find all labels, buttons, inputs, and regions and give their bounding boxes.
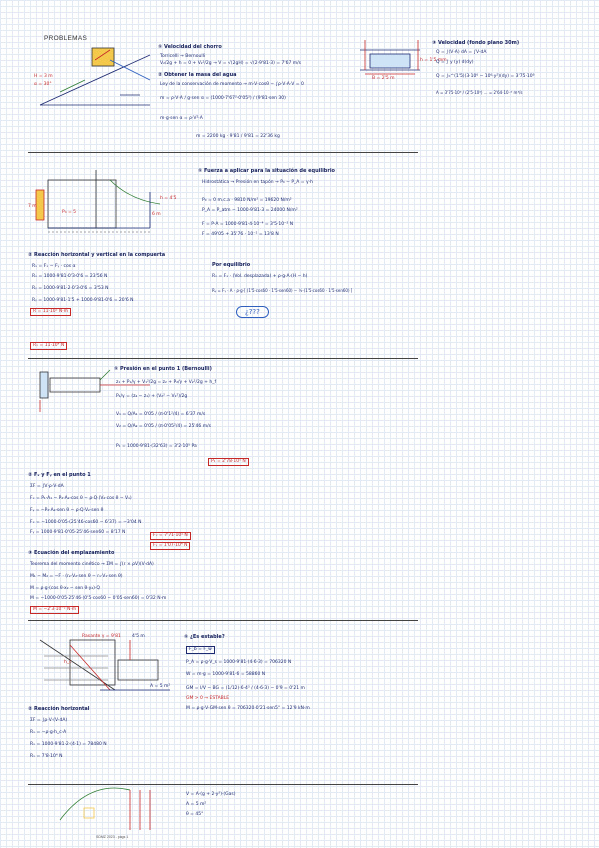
s1-q2-line-2: m = ρ·V·A / g·sen α = (1000·7'67²·0'05²)… <box>160 96 286 101</box>
s2-q1-line-2: P₀ = 0 m.c.a · 9810 N/m² = 19620 N/m² <box>202 198 292 203</box>
page-title: PROBLEMAS <box>44 35 88 42</box>
s3-q1-line-3: V₁ = Q/A₁ = 0'05 / (π·0'1²/4) = 6'37 m/s <box>116 412 206 417</box>
s3-q3-heading: ③ Ecuación del emplazamiento <box>28 550 115 556</box>
s2-side-line-2: Rᵧ = Fᵧ · A · ρ·g·[ (1'5·cos60 · 1'5·sen… <box>212 288 353 293</box>
s4-q1-line-2: P_A = ρ·g·V_s = 1000·9'81·(4·6·3) = 7063… <box>186 660 292 665</box>
s1-label-b: B = 2'5 m <box>372 76 395 81</box>
s3-q2-line-5: Fᵧ = 1000·9'81·0'05·25'46·sen60 = 8'17 N <box>30 530 126 535</box>
s1-q2-line-3: m·g·sen α = ρ·V²·A <box>160 116 203 121</box>
divider-4 <box>28 784 418 785</box>
s2-q2-line-4: Rᵧ = 1000·9'81·1'5 + 1000·9'81·0'6 = 20'… <box>32 298 134 303</box>
pipe-sketch <box>39 369 150 412</box>
s5-line-1: V = A·(g + 2·y²)·(Gas) <box>186 792 236 797</box>
divider-3 <box>28 620 418 621</box>
channel-sketch <box>360 40 420 75</box>
s4-q2-line-4: Rₓ = 7'8·10⁴ N <box>30 754 63 759</box>
s3-boxed-m: M = −2'3·10⁻² N·m <box>30 606 80 614</box>
s3-q1-result: P₁ = 2'78·10⁵ N <box>208 458 249 466</box>
s3-q3-line-4: M = −1000·0'05·25'46·(0'5·cos60 − 0'05·s… <box>30 596 167 601</box>
s1-q3-line-3: Q = ∫₀^(1'5)(3·10⁶ − 10⁶·y²)(dy) = 3'75·… <box>436 74 535 79</box>
s3-boxed-fy: Fᵧ = 1'07·10⁴ N <box>150 542 191 550</box>
s1-q1-line-2: V₂/2g + h = 0 + V₂²/2g → V = √(2gH) = √(… <box>160 61 302 66</box>
s4-label-rasante: Rasante γ = 9'81 <box>82 634 121 639</box>
s2-q2-line-3: Rᵧ = 1000·9'81·2·0'3·0'6 = 3'53 N <box>32 286 109 291</box>
s2-label-h: h = 4'5 <box>160 196 177 201</box>
s3-q2-heading: ② Fₓ y Fᵧ en el punto 1 <box>28 472 91 478</box>
s4-label-a: A = 5 m² <box>150 684 171 689</box>
s4-q1-line-5: GM > 0 → ESTABLE <box>186 696 230 701</box>
divider-2 <box>28 358 418 359</box>
s4-q1-line-6: M = ρ·g·V·GM·sen θ = 706320·0'21·sen5° =… <box>186 706 310 711</box>
dam-sketch <box>39 639 170 691</box>
s3-q2-line-4: Fₓ = −1000·0'05·(25'46·cos60 − 6'37) = −… <box>30 520 142 525</box>
s2-q2-line-2: Rₓ = 1000·9'81·0'3·0'6 = 23'56 N <box>32 274 108 279</box>
inclined-jet-sketch <box>39 47 151 106</box>
s1-q1-line-1: Torricelli → Bernoulli <box>160 54 206 59</box>
s1-q3-line-2: Q = ∫ y (y) d(dy) <box>436 60 474 65</box>
s2-q2-result: R = 11·10⁵ N·m <box>30 308 72 316</box>
s1-q3-heading: ③ Velocidad (fondo plano 30m) <box>432 40 520 46</box>
s3-q1-line-1: z₁ + P₁/γ + V₁²/2g = z₂ + P₂/γ + V₂²/2g … <box>116 380 217 385</box>
s1-q2-line-4: m = 2200 kg · 9'81 / 9'81 = 22'36 kg <box>196 134 280 139</box>
s2-q2-line-1: Rₓ = Fₓ − Fᵧ · cos α <box>32 264 76 269</box>
s3-q2-line-1: ΣF = ∫V·ρ·V·dA <box>30 484 64 489</box>
s2-side-line-1: Rₓ = Fₓ · (Vol. desplazada) + ρ·g·A·(H −… <box>212 274 308 279</box>
curve-sketch <box>59 787 151 830</box>
s3-q2-line-2: Fₓ = P₁·A₁ − P₂·A₂·cos θ − ρ·Q·(V₂·cos θ… <box>30 496 132 501</box>
s3-q1-heading: ① Presión en el punto 1 (Bernoulli) <box>114 366 212 372</box>
s4-q1-line-1: F_b = F_w <box>186 646 215 654</box>
s5-line-2: A = 5 m² <box>186 802 207 807</box>
s2-question: ¿??? <box>236 306 269 318</box>
s4-q1-heading: ① ¿Es estable? <box>184 634 225 640</box>
tank-gate-sketch <box>35 170 161 233</box>
s3-boxed-fx: Fₓ = 7'71·10⁵ N <box>150 532 191 540</box>
s2-label-p0: P₀ = 5 <box>62 210 77 215</box>
s3-q1-line-4: V₂ = Q/A₂ = 0'05 / (π·0'05²/4) = 25'46 m… <box>116 424 211 429</box>
s3-q3-line-3: M = ρ·g·(cos θ·x₂ − sen θ·y₂)·Q <box>30 586 100 591</box>
s1-q3-line-4: A = 3'75·10⁶ / (2'5·10⁶) ... = 2'64·10⁻⁶… <box>436 90 523 95</box>
s4-label-hc: h_c <box>64 660 72 665</box>
page-footer: SDMZ 2023 - págs 1 <box>96 835 129 839</box>
s3-q1-line-2: P₁/γ = (z₂ − z₁) + (V₂² − V₁²)/2g <box>116 394 188 399</box>
s2-label-7m: 7 m <box>28 204 37 209</box>
s2-q1-line-5: F = 49'05 + 35'76 · 10⁻² = 13'8 N <box>202 232 279 237</box>
s2-q1-heading: ① Fuerza a aplicar para la situación de … <box>198 168 335 174</box>
s1-label-h: H = 3 m <box>34 74 53 79</box>
s3-q3-line-1: Teorema del momento cinético → ΣM = ∫(r … <box>30 562 154 567</box>
s1-q3-line-1: Q = ∫(V·A) dA = ∫V·dA <box>436 50 487 55</box>
s2-label-rx: Rₓ = 11·10⁴ N <box>30 342 68 350</box>
s2-label-6m: 6 m <box>152 212 161 217</box>
divider-1 <box>28 152 418 153</box>
s3-q2-line-3: Fᵧ = −P₂·A₂·sen θ − ρ·Q·V₂·sen θ <box>30 508 104 513</box>
s3-q1-line-5: P₁ = 1000·9'81·(32'63) = 3'2·10⁵ Pa <box>116 444 197 449</box>
s1-label-h2: h = 1'5 mm <box>420 58 447 63</box>
s4-q2-line-1: ΣF = ∫ρ·V·(V·dA) <box>30 718 68 723</box>
s1-label-alpha: α = 30° <box>34 82 52 87</box>
s2-q1-line-3: P_A = P_atm − 1000·9'81·3 = 24000 N/m² <box>202 208 298 213</box>
s4-label-45: 4'5 m <box>132 634 145 639</box>
s4-q2-line-2: Rₓ = −ρ·g·h_c·A <box>30 730 67 735</box>
s2-q1-line-1: Hidrostática → Presión en tapón → P₀ − P… <box>202 180 313 185</box>
s4-q2-heading: ② Reacción horizontal <box>28 706 90 712</box>
s2-q2-heading: ② Reacción horizontal y vertical en la c… <box>28 252 166 258</box>
s2-side-title: Por equilibrio <box>212 262 251 268</box>
s1-q1-heading: ① Velocidad del chorro <box>158 44 222 50</box>
s1-q2-line-1: Ley de la conservación de momento → m·V·… <box>160 82 304 87</box>
s4-q2-line-3: Rₓ = 1000·9'81·2·(4·1) = 78480 N <box>30 742 107 747</box>
s1-q2-heading: ② Obtener la masa del agua <box>158 72 237 78</box>
s4-q1-line-4: GM = I/V − BG = (1/12)·6·4³ / (4·6·3) − … <box>186 686 305 691</box>
s2-q1-line-4: F = P·A = 1000·9'81·4·10⁻⁴ = 3'5·10⁻² N <box>202 222 294 227</box>
s5-line-3: θ = 45° <box>186 812 204 817</box>
s3-q3-line-2: M₁ − M₂ = −F · (r₂·V₂·sen θ − r₁·V₁·sen … <box>30 574 123 579</box>
s4-q1-line-3: W = m·g = 1000·9'81·6 = 58860 N <box>186 672 266 677</box>
